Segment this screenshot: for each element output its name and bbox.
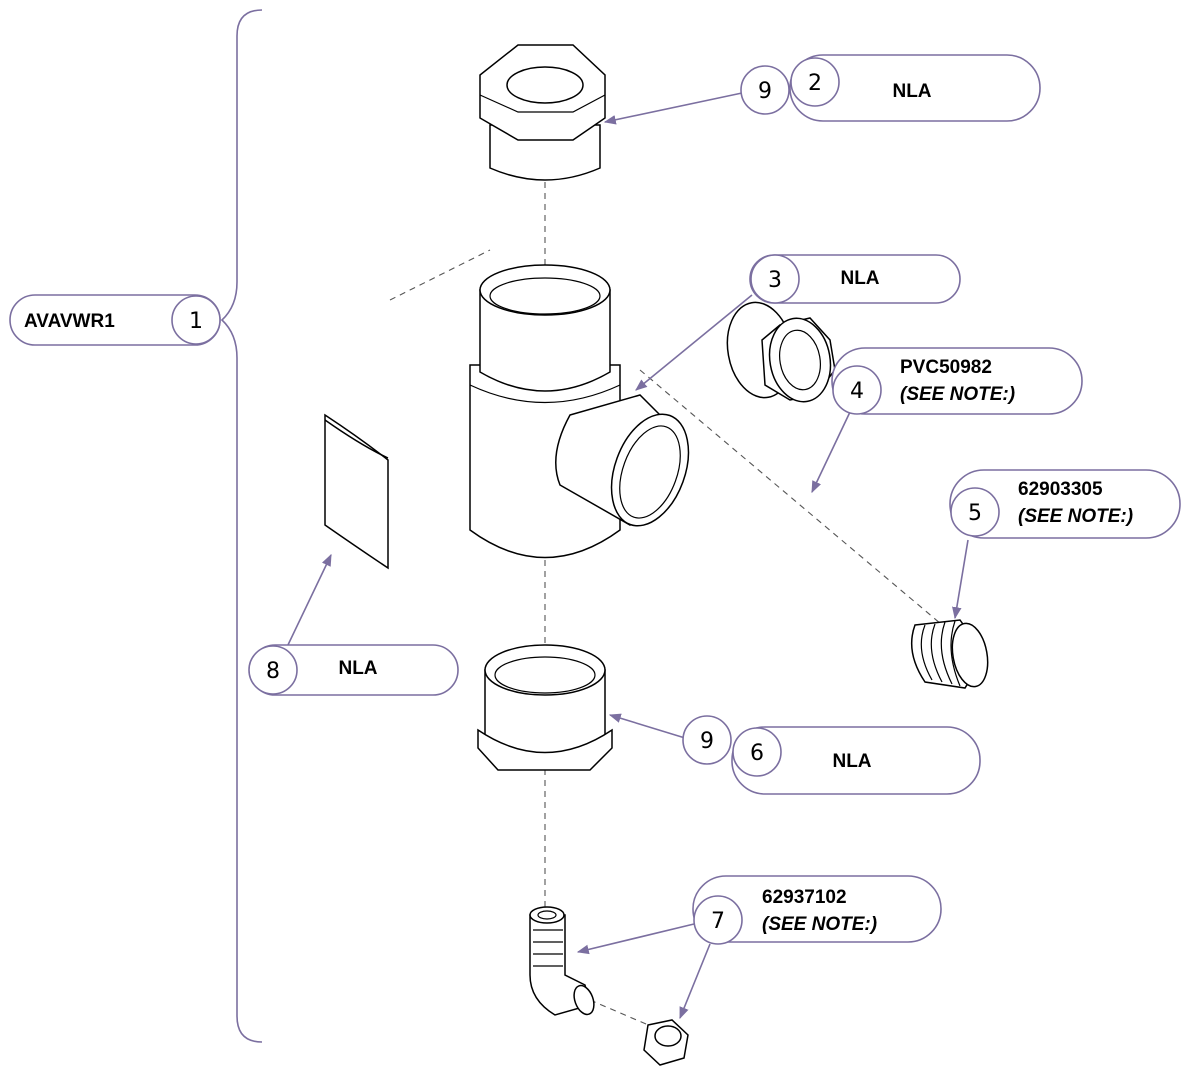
assembly-number: 1 [189, 309, 203, 334]
callout-5-label: 62903305 [1018, 479, 1103, 500]
callout-6-label: NLA [832, 751, 871, 772]
centerline-nut [589, 999, 661, 1031]
callout-3-number: 3 [768, 268, 782, 293]
callout-4-note: (SEE NOTE:) [900, 384, 1015, 405]
callout-6[interactable]: 9 6 NLA [608, 713, 981, 795]
callout-2-qty: 9 [758, 79, 772, 104]
callout-5[interactable]: 5 62903305 (SEE NOTE:) [949, 469, 1181, 620]
callout-3[interactable]: 3 NLA [635, 254, 961, 391]
callout-7-label: 62937102 [762, 887, 847, 908]
elbow-fitting-icon [529, 906, 595, 1016]
callout-8-number: 8 [266, 659, 280, 684]
assembly-label: AVAVWR1 [24, 311, 115, 332]
tee-fitting-icon [469, 264, 690, 559]
centerline-label [389, 249, 491, 301]
callout-6-number: 6 [750, 741, 764, 766]
assembly-brace [220, 9, 263, 1043]
label-sticker-icon [324, 413, 389, 570]
assembly-callout[interactable]: AVAVWR1 1 [9, 294, 221, 346]
callout-5-number: 5 [968, 501, 982, 526]
hex-nut-icon [643, 1019, 689, 1066]
callout-8-label: NLA [338, 658, 377, 679]
callout-4-number: 4 [850, 379, 864, 404]
bushing-top-icon [479, 44, 606, 181]
callout-2[interactable]: 9 2 NLA [603, 54, 1041, 125]
callout-5-note: (SEE NOTE:) [1018, 506, 1133, 527]
callout-2-label: NLA [892, 81, 931, 102]
callout-8[interactable]: 8 NLA [248, 553, 459, 696]
reducer-bushing-icon [726, 301, 836, 403]
callout-2-number: 2 [808, 71, 822, 96]
centerline-branch [639, 369, 961, 641]
bushing-bottom-icon [477, 644, 613, 771]
callout-7[interactable]: 7 62937102 (SEE NOTE:) [576, 875, 942, 1020]
callout-7-number: 7 [711, 909, 725, 934]
callout-3-label: NLA [840, 268, 879, 289]
callout-4[interactable]: 4 PVC50982 (SEE NOTE:) [811, 347, 1083, 494]
callout-7-note: (SEE NOTE:) [762, 914, 877, 935]
threaded-nipple-icon [910, 619, 989, 689]
callout-6-qty: 9 [700, 729, 714, 754]
callout-4-label: PVC50982 [900, 357, 992, 378]
